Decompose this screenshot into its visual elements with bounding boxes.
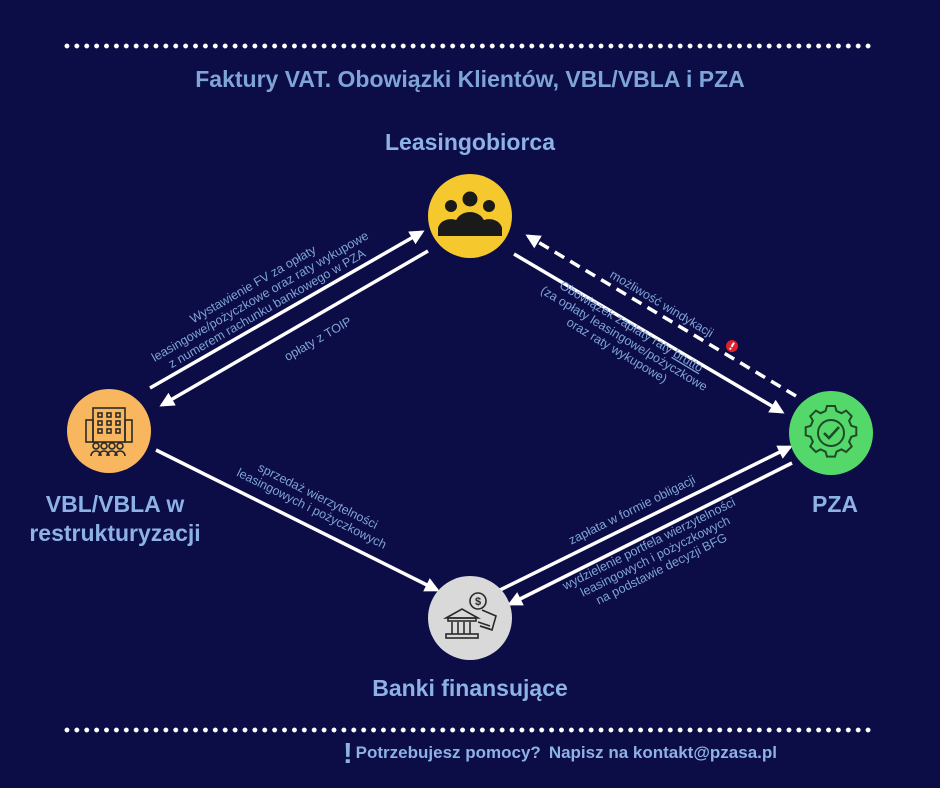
arrow-pza-to-leasingobiorca [525, 234, 797, 398]
office-building-people-icon [85, 407, 133, 457]
bank-money-icon: $ [442, 592, 497, 639]
pza-node [789, 391, 873, 475]
edge-text: (za opłaty leasingowe/pożyczkowe [538, 283, 710, 394]
vbl-circle [67, 389, 151, 473]
exclamation-icon: ! [343, 738, 353, 770]
vbl-label-line1: VBL/VBLA w [45, 491, 185, 517]
help-footer: !Potrzebujesz pomocy? Napisz na kontakt@p… [343, 738, 777, 771]
vbl-label: VBL/VBLA w restrukturyzacji [0, 490, 230, 548]
warning-icon-bar [730, 342, 735, 348]
edge-text: leasingowe/pożyczkowe oraz raty wykupowe [149, 228, 371, 364]
leasingobiorca-label: Leasingobiorca [385, 129, 555, 155]
gear-check-icon [804, 405, 858, 458]
help-question: Potrzebujesz pomocy? [355, 743, 541, 762]
pza-label: PZA [812, 491, 858, 517]
arrow-leasingobiorca-to-vbl [159, 249, 429, 407]
arrow-vbl-to-leasingobiorca [149, 230, 425, 390]
edge-label-leasingobiorca-to-vbl: opłaty z TOIP [282, 314, 354, 364]
arrow-banki-to-pza [499, 445, 793, 592]
edge-text: leasingowych i pożyczkowych [235, 466, 389, 552]
edge-text: opłaty z TOIP [282, 314, 354, 364]
banki-node: $ [428, 576, 512, 660]
users-group-icon [438, 191, 502, 236]
arrow-vbl-to-banki [155, 448, 440, 592]
bottom-dotted-divider [62, 727, 874, 733]
edge-label-vbl-to-leasingobiorca: Wystawienie FV za opłaty leasingowe/poży… [149, 228, 371, 371]
vbl-node [67, 389, 151, 473]
arrow-leasingobiorca-to-pza [513, 252, 785, 414]
svg-text:$: $ [475, 596, 481, 608]
help-contact-link[interactable]: Napisz na kontakt@pzasa.pl [548, 743, 778, 762]
pza-circle [789, 391, 873, 475]
leasingobiorca-node [428, 174, 512, 258]
top-dotted-divider [62, 43, 874, 49]
page-title: Faktury VAT. Obowiązki Klientów, VBL/VBL… [195, 66, 745, 92]
arrow-pza-to-banki [507, 461, 793, 606]
banki-label: Banki finansujące [372, 675, 568, 701]
warning-icon-dot [729, 347, 732, 350]
vbl-label-line2: restrukturyzacji [29, 520, 201, 546]
